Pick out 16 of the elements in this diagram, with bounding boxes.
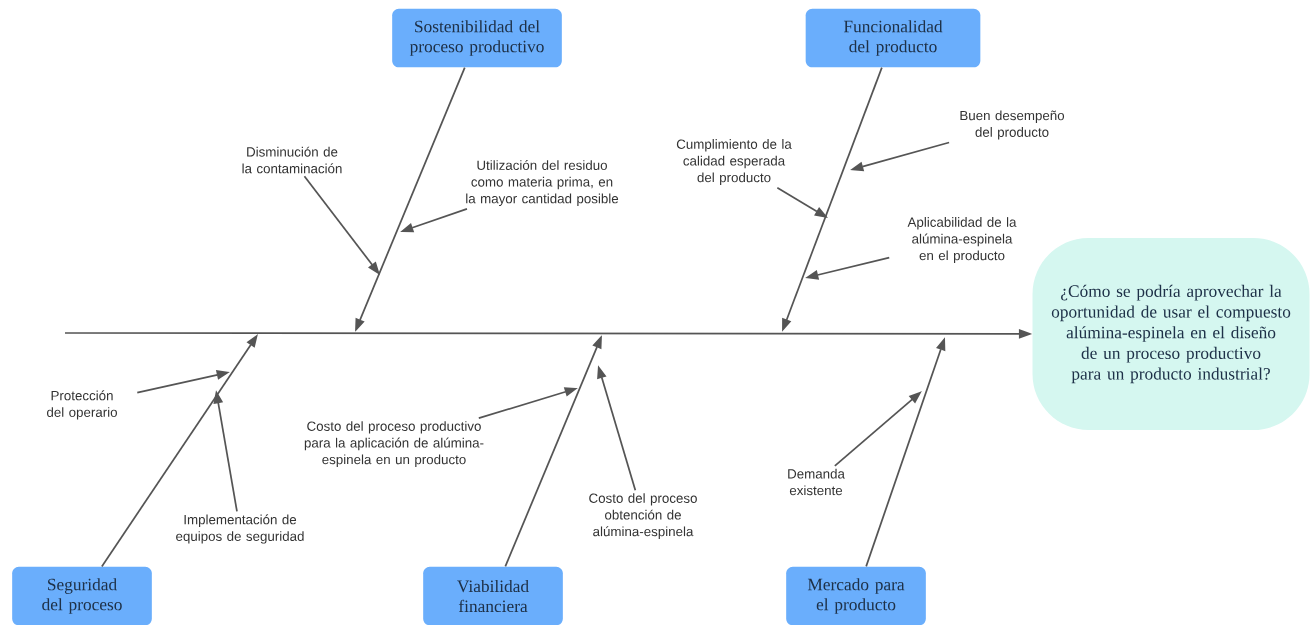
category-box: Seguridad del proceso <box>12 566 152 625</box>
cause-text: Protección del operario <box>47 390 117 420</box>
cause-text: Cumplimiento de la calidad esperada del producto <box>676 139 792 185</box>
problem-box: ¿Cómo se podría aprovechar la oportunidad de usar el compuesto alúmina-espinela en el diseño de un proceso productivo para un producto industrial? <box>1032 238 1310 430</box>
category-box: Viabilidad financiera <box>423 566 563 625</box>
cause-text: Aplicabilidad de la alúmina-espinela en el producto <box>907 217 1017 263</box>
cause-text: Disminución de la contaminación <box>242 146 342 174</box>
cause-text: Implementación de equipos de seguridad <box>176 514 304 544</box>
category-box: Funcionalidad del producto <box>805 8 981 68</box>
category-box: Sostenibilidad del proceso productivo <box>392 8 562 68</box>
cause-text: Buen desempeño del producto <box>960 110 1065 140</box>
cause-text: Costo del proceso obtención de alúmina-espinela <box>589 493 697 539</box>
cause-text: Demanda existente <box>788 468 845 496</box>
cause-text: Costo del proceso productivo para la aplicación de alúmina-espinela en un producto <box>304 421 484 467</box>
cause-text: Utilización del residuo como materia prima, en la mayor cantidad posible <box>466 160 619 206</box>
category-box: Mercado para el producto <box>786 566 926 625</box>
